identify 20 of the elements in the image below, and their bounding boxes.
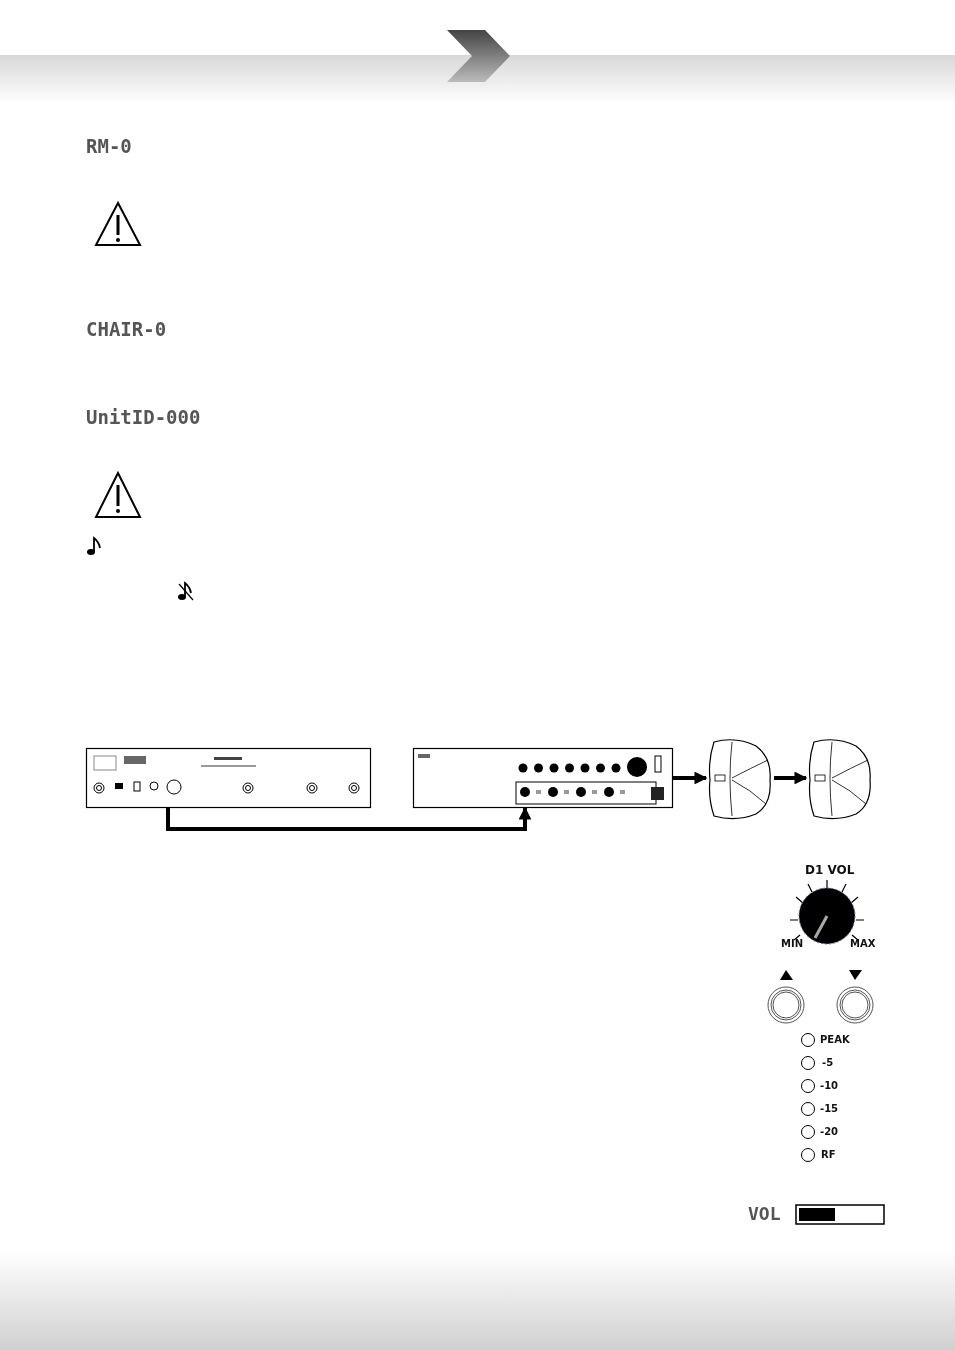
scale-label: MIN bbox=[781, 939, 804, 949]
model-heading: RM-0 bbox=[86, 137, 132, 156]
model-heading: UnitID-000 bbox=[86, 408, 201, 427]
amplifier-drawing bbox=[413, 748, 673, 808]
led-label: -20 bbox=[820, 1127, 839, 1137]
connection-arrow bbox=[673, 771, 708, 785]
speaker-drawing bbox=[706, 738, 774, 820]
led-label: PEAK bbox=[820, 1035, 850, 1045]
speaker-drawing bbox=[806, 738, 874, 820]
scale-label: MAX bbox=[850, 939, 876, 949]
connection-arrow bbox=[774, 771, 808, 785]
model-heading: CHAIR-0 bbox=[86, 320, 167, 339]
rear-panel-drawing bbox=[86, 748, 371, 808]
display-label: VOL bbox=[748, 1205, 781, 1223]
led-label: -5 bbox=[822, 1058, 834, 1068]
connection-arrow bbox=[166, 806, 532, 831]
led-label: RF bbox=[821, 1150, 836, 1160]
led-label: -10 bbox=[820, 1081, 839, 1091]
knob-label: D1 VOL bbox=[805, 864, 855, 876]
led-label: -15 bbox=[820, 1104, 839, 1114]
